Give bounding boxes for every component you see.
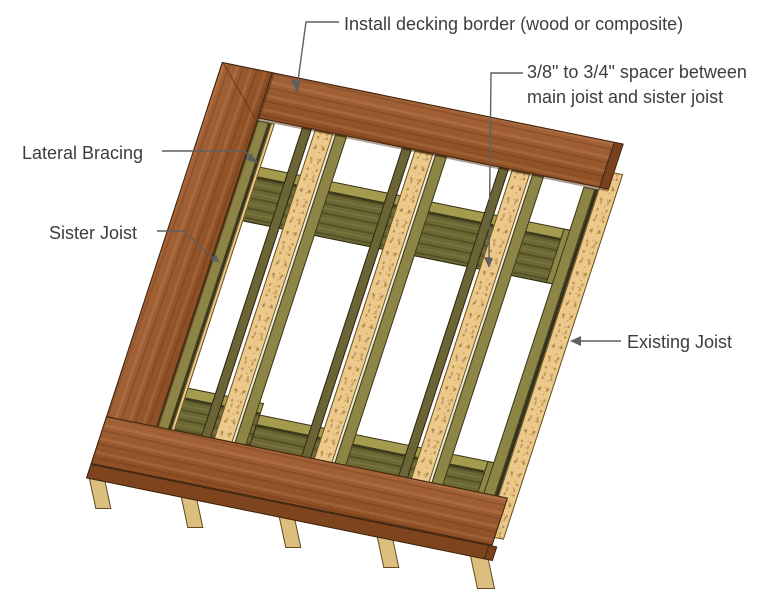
miter-joint-line [222, 62, 256, 118]
arrowhead-existing-joist [570, 336, 581, 346]
label-existing-joist: Existing Joist [627, 332, 733, 352]
border-end-grain [484, 545, 497, 560]
label-spacer-line1: 3/8" to 3/4" spacer between [527, 62, 747, 82]
deck-frame-3d [85, 62, 624, 561]
label-sister-joist: Sister Joist [49, 223, 138, 243]
label-spacer: 3/8" to 3/4" spacer between main joist a… [527, 60, 747, 110]
label-spacer-line2: main joist and sister joist [527, 87, 724, 107]
label-install-border: Install decking border (wood or composit… [344, 14, 684, 34]
label-lateral-bracing: Lateral Bracing [22, 143, 144, 163]
